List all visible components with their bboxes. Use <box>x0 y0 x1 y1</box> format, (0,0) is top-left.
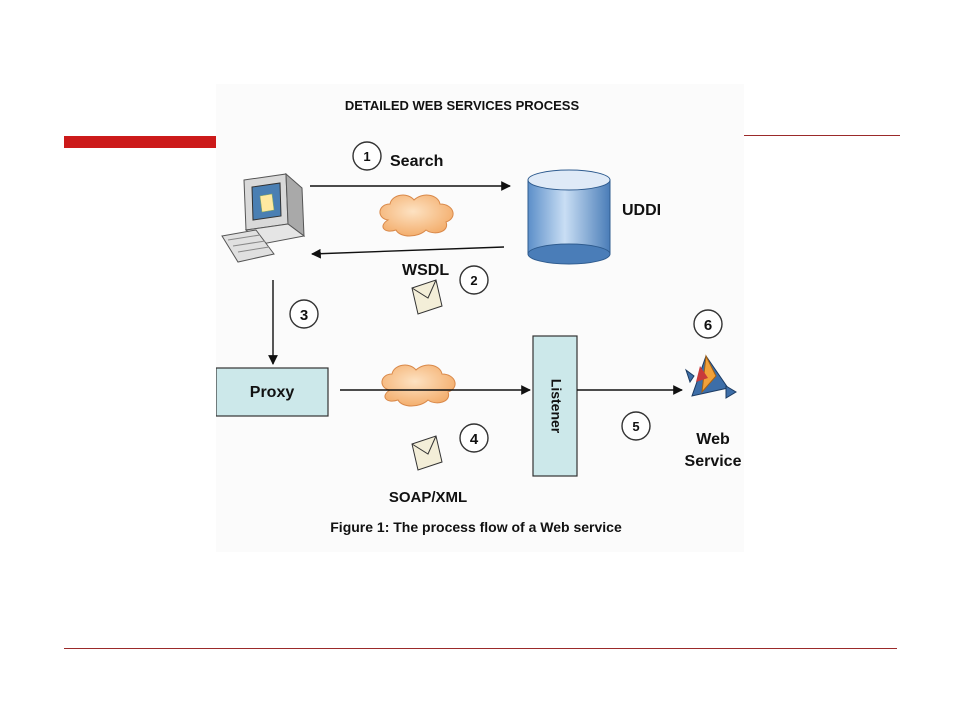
uddi-label: UDDI <box>622 202 661 219</box>
accent-bar <box>64 136 216 148</box>
arrow-wsdl <box>311 246 505 259</box>
step-6-badge: 6 <box>693 309 723 339</box>
step-2-badge: 2 <box>459 265 489 295</box>
step-4-label: SOAP/XML <box>389 489 467 506</box>
step-2-number: 2 <box>470 273 477 288</box>
listener-label: Listener <box>548 379 564 434</box>
step-4-badge: 4 <box>459 423 489 453</box>
step-3-badge: 3 <box>289 299 319 329</box>
cloud-icon <box>379 194 454 237</box>
listener-box <box>532 335 578 477</box>
step-1-number: 1 <box>363 149 370 164</box>
web-service-label-line1: Web <box>696 431 730 448</box>
computer-icon <box>221 172 306 263</box>
database-icon <box>527 169 611 265</box>
proxy-box <box>216 367 329 417</box>
cloud-icon <box>381 364 456 407</box>
web-service-label-line2: Service <box>685 453 742 470</box>
bottom-rule <box>64 648 897 649</box>
figure-title: DETAILED WEB SERVICES PROCESS <box>345 98 580 113</box>
step-1-badge: 1 <box>352 141 382 171</box>
process-diagram: DETAILED WEB SERVICES PROCESS 1 Search W… <box>216 98 742 535</box>
step-3-number: 3 <box>300 307 308 324</box>
envelope-icon <box>411 279 443 315</box>
step-6-number: 6 <box>704 317 712 334</box>
figure-caption: Figure 1: The process flow of a Web serv… <box>330 519 622 535</box>
step-2-label: WSDL <box>402 262 449 279</box>
web-service-icon <box>685 354 737 399</box>
step-1-label: Search <box>390 153 443 170</box>
step-5-number: 5 <box>632 419 639 434</box>
proxy-label: Proxy <box>250 384 295 401</box>
envelope-icon <box>411 435 443 471</box>
step-4-number: 4 <box>470 431 479 448</box>
process-figure: DETAILED WEB SERVICES PROCESS 1 Search W… <box>216 84 744 552</box>
step-5-badge: 5 <box>621 411 651 441</box>
